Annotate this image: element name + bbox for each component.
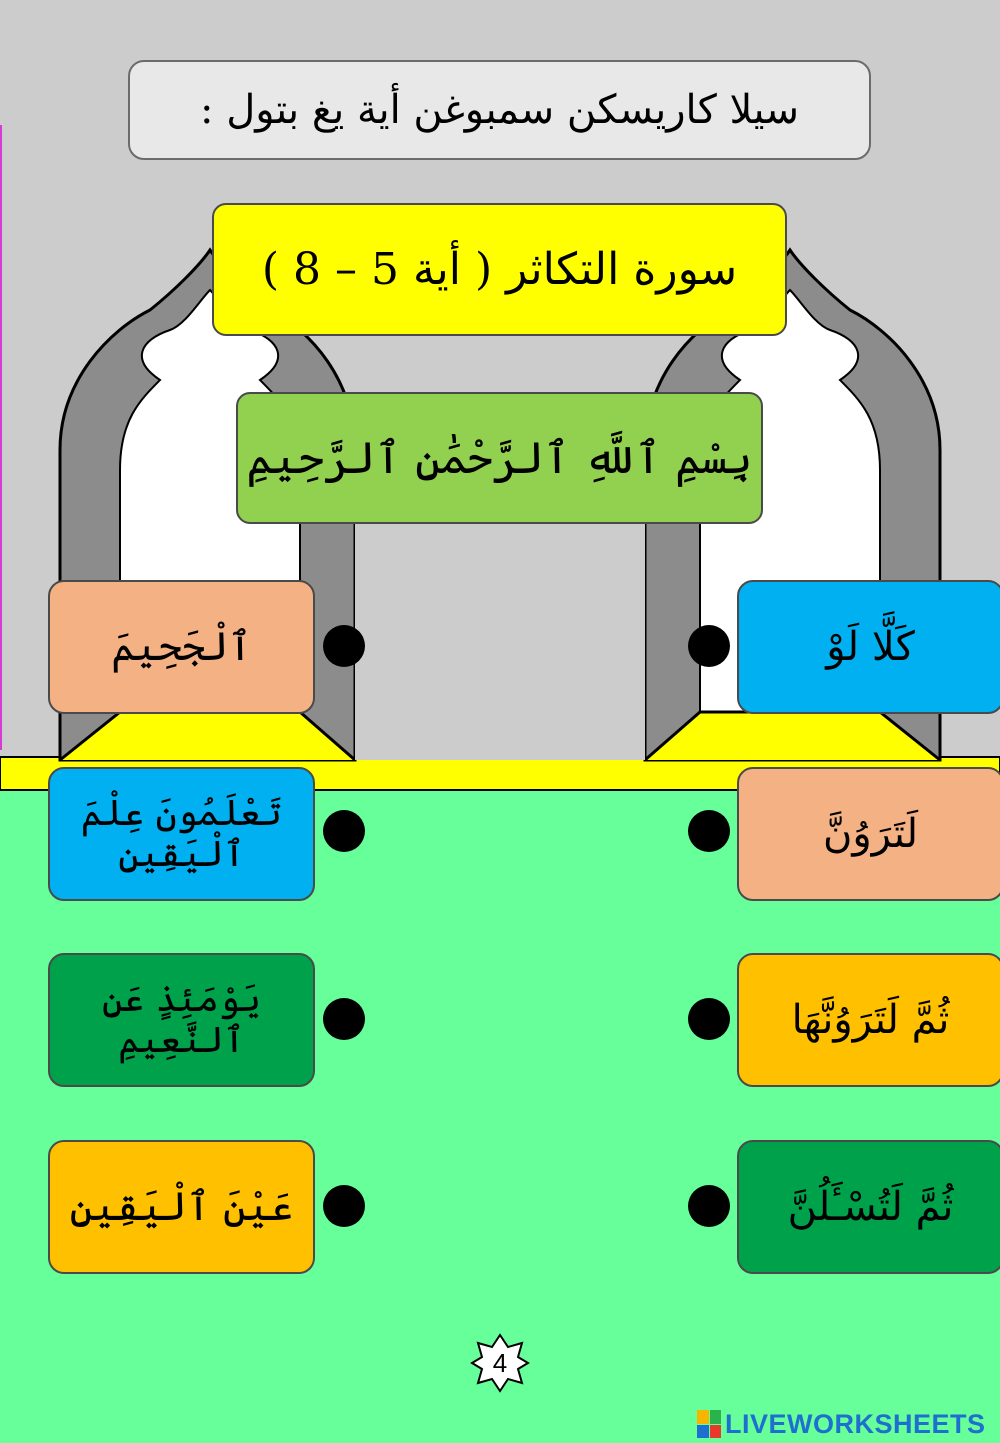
right-match-dot-3[interactable] xyxy=(688,998,730,1040)
left-card-1-text: ٱلْجَحِيمَ xyxy=(111,624,252,670)
left-card-4[interactable]: عَيْنَ ٱلْيَقِينِ xyxy=(48,1140,315,1274)
right-card-3[interactable]: ثُمَّ لَتَرَوُنَّهَا xyxy=(737,953,1000,1087)
basmala-box: بِسْمِ ٱللَّهِ ٱلرَّحْمَٰنِ ٱلرَّحِيمِ xyxy=(236,392,763,524)
logo-text: LIVEWORKSHEETS xyxy=(725,1408,986,1439)
logo-grid-icon xyxy=(697,1410,721,1438)
basmala-text: بِسْمِ ٱللَّهِ ٱلرَّحْمَٰنِ ٱلرَّحِيمِ xyxy=(246,432,753,484)
left-card-2-text: تَعْلَمُونَ عِلْمَ ٱلْيَقِينِ xyxy=(80,793,283,875)
star-frame-icon xyxy=(470,1333,530,1393)
right-match-dot-1[interactable] xyxy=(688,625,730,667)
right-card-4[interactable]: ثُمَّ لَتُسْـَٔلُنَّ xyxy=(737,1140,1000,1274)
right-card-2[interactable]: لَتَرَوُنَّ xyxy=(737,767,1000,901)
surah-title-box: سورة التكاثر ( أية 5 – 8 ) xyxy=(212,203,787,336)
page-number-badge: 4 xyxy=(470,1333,530,1393)
right-card-3-text: ثُمَّ لَتَرَوُنَّهَا xyxy=(791,997,950,1043)
right-match-dot-2[interactable] xyxy=(688,810,730,852)
liveworksheets-logo: LIVEWORKSHEETS xyxy=(697,1408,986,1440)
right-card-2-text: لَتَرَوُنَّ xyxy=(822,811,919,857)
left-card-4-text: عَيْنَ ٱلْيَقِينِ xyxy=(69,1184,294,1230)
page-number: 4 xyxy=(492,1347,508,1378)
right-card-1-text: كَلَّا لَوْ xyxy=(826,624,915,670)
surah-title: سورة التكاثر ( أية 5 – 8 ) xyxy=(261,244,738,295)
right-card-4-text: ثُمَّ لَتُسْـَٔلُنَّ xyxy=(787,1184,954,1230)
left-match-dot-2[interactable] xyxy=(323,810,365,852)
right-card-1[interactable]: كَلَّا لَوْ xyxy=(737,580,1000,714)
left-card-3[interactable]: يَوْمَئِذٍ عَنِ ٱلنَّعِيمِ xyxy=(48,953,315,1087)
instruction-box: سيلا كاريسكن سمبوغن أية يغ بتول : xyxy=(128,60,871,160)
left-match-dot-3[interactable] xyxy=(323,998,365,1040)
left-card-2[interactable]: تَعْلَمُونَ عِلْمَ ٱلْيَقِينِ xyxy=(48,767,315,901)
instruction-text: سيلا كاريسكن سمبوغن أية يغ بتول : xyxy=(200,87,799,133)
left-card-3-text: يَوْمَئِذٍ عَنِ ٱلنَّعِيمِ xyxy=(101,979,262,1061)
left-match-dot-1[interactable] xyxy=(323,625,365,667)
right-match-dot-4[interactable] xyxy=(688,1185,730,1227)
left-card-1[interactable]: ٱلْجَحِيمَ xyxy=(48,580,315,714)
left-match-dot-4[interactable] xyxy=(323,1185,365,1227)
